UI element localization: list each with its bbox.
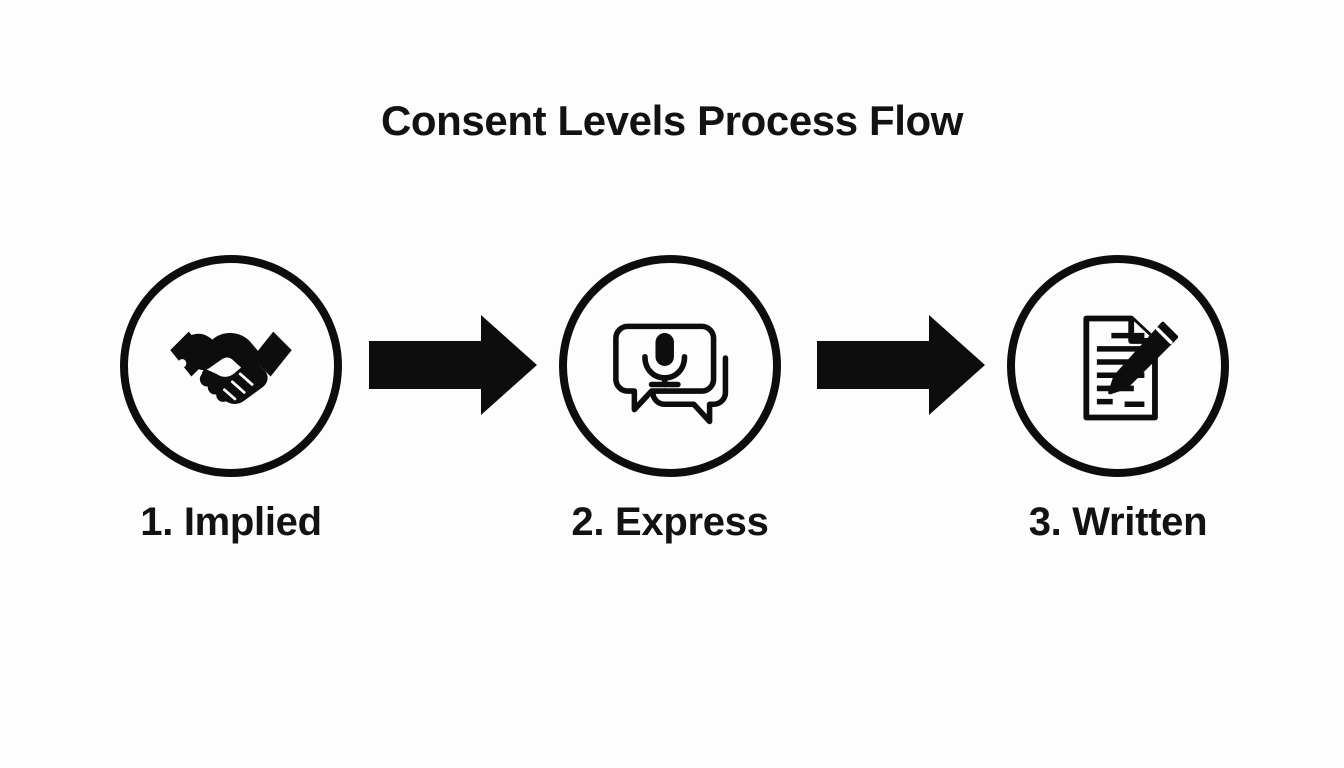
flow-step-implied[interactable] xyxy=(120,255,342,477)
step-label-express: 2. Express xyxy=(571,500,769,544)
flow-step-written[interactable] xyxy=(1007,255,1229,477)
speech-bubbles-microphone-icon xyxy=(613,323,729,425)
process-flow-row xyxy=(0,255,1344,485)
document-pen-icon xyxy=(1083,315,1179,421)
arrow-right-icon xyxy=(817,315,985,415)
handshake-icon xyxy=(170,331,292,404)
step-labels-row: 1. Implied 2. Express 3. Written xyxy=(0,500,1344,560)
step-circle xyxy=(120,255,342,477)
page-title: Consent Levels Process Flow xyxy=(380,97,964,144)
arrow-right-icon xyxy=(369,315,537,415)
flow-step-express[interactable] xyxy=(559,255,781,477)
step-label-written: 3. Written xyxy=(1028,500,1208,544)
step-label-implied: 1. Implied xyxy=(140,500,322,544)
